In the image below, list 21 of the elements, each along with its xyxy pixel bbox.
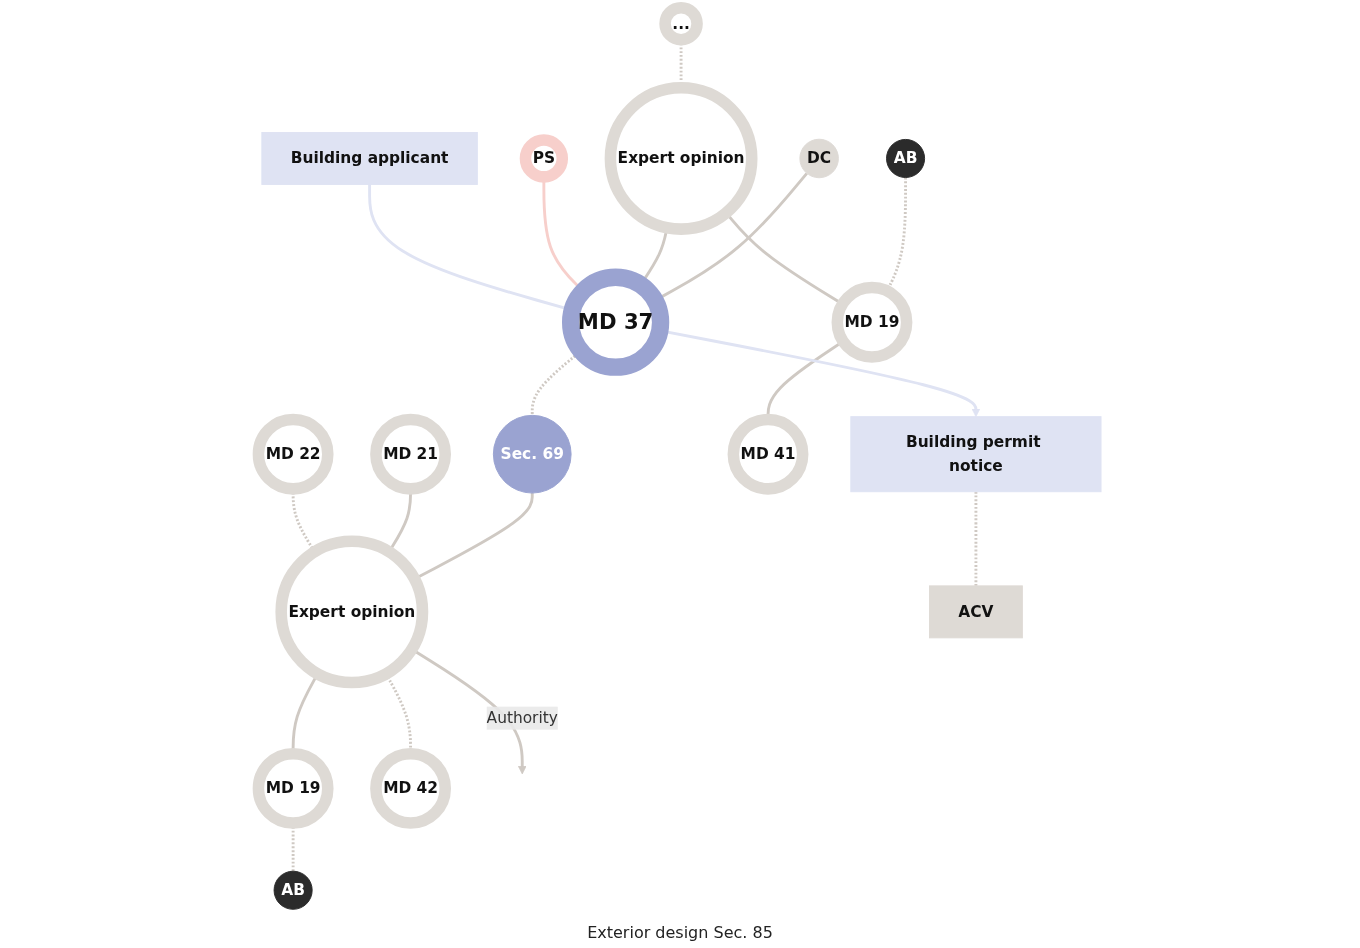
node-circle: MD 37 (562, 268, 670, 376)
connector (974, 491, 978, 586)
node-circle: MD 19 (252, 747, 334, 829)
node-box: Building applicant (261, 132, 479, 185)
edge-label: Authority (486, 708, 559, 727)
node-circle: PS (519, 134, 569, 183)
node-circle: MD 21 (370, 413, 452, 495)
node-circle: MD 41 (727, 413, 809, 495)
node-circle: MD 19 (831, 281, 913, 363)
node-circle: Expert opinion (604, 82, 758, 235)
node-box: Building permit notice (850, 416, 1102, 493)
node-circle: Expert opinion (275, 535, 429, 689)
node-circle: Sec. 69 (493, 414, 572, 494)
node-circle: DC (799, 138, 840, 179)
node-circle: MD 22 (252, 413, 334, 495)
note-text: Exterior design Sec. 85 (587, 923, 773, 942)
node-circle: MD 42 (370, 747, 452, 829)
node-box: ACV (929, 585, 1024, 639)
node-circle: AB (273, 870, 313, 910)
node-circle: AB (886, 138, 926, 178)
node-circle: ... (659, 1, 704, 46)
